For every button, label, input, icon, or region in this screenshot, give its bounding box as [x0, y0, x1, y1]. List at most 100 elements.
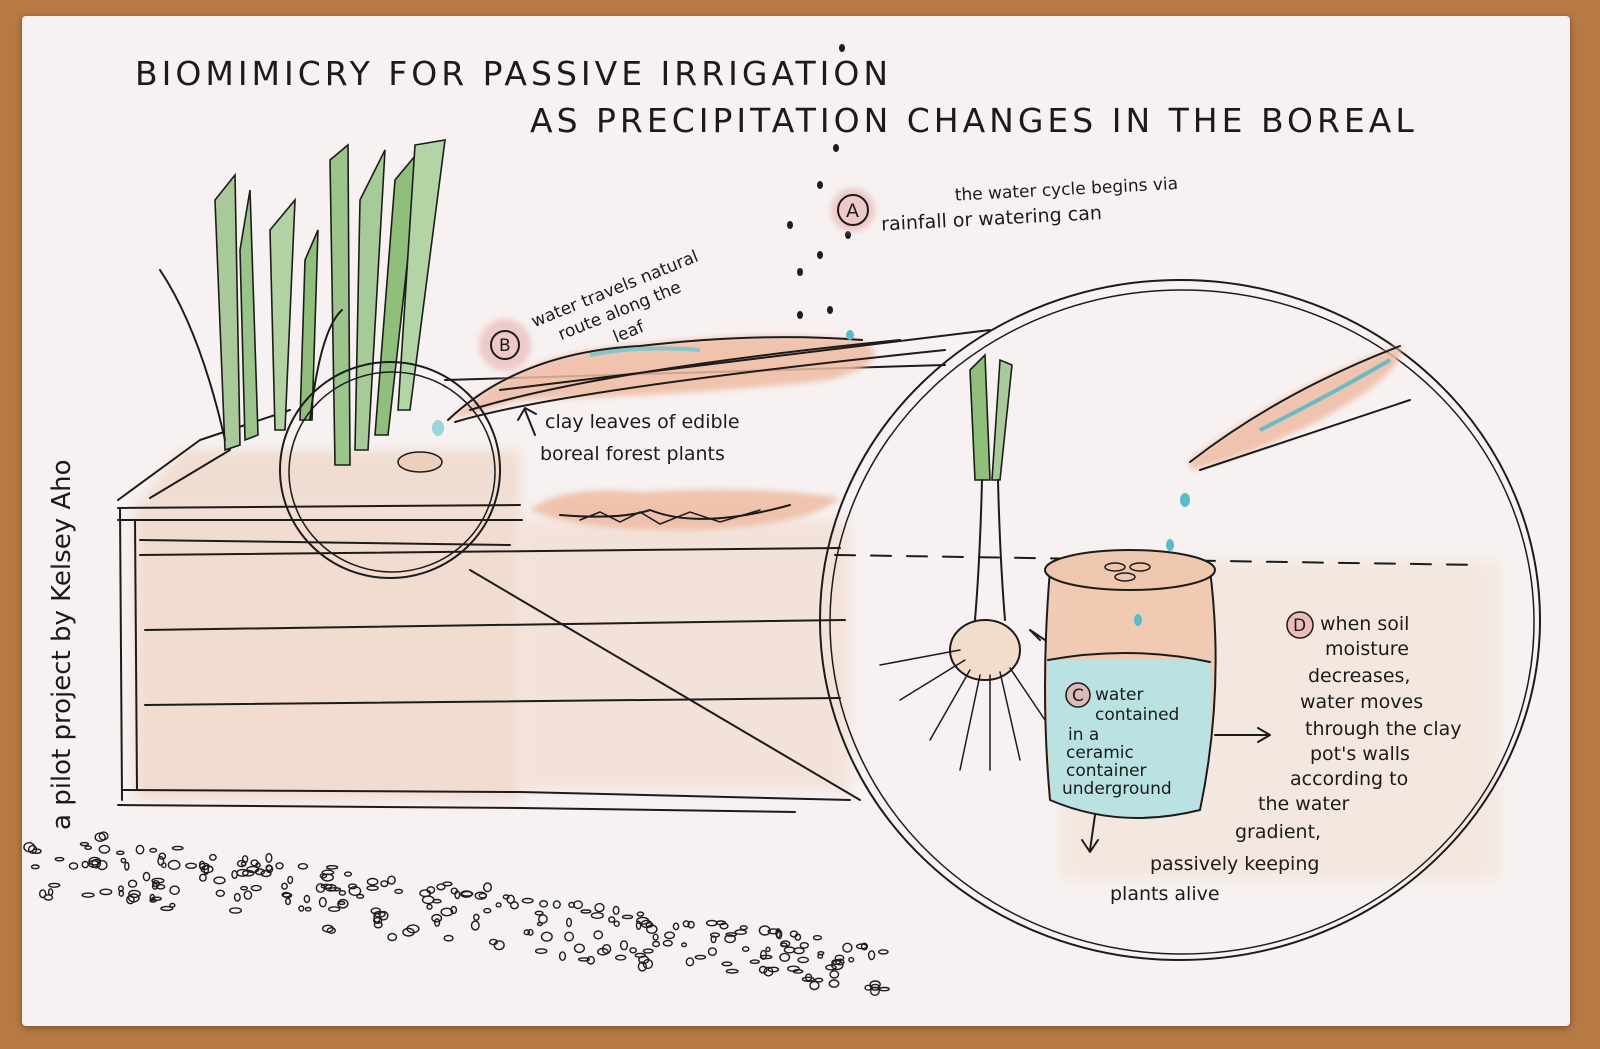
marker-b-label: B — [499, 336, 511, 356]
gravel-stone — [135, 844, 145, 855]
gravel-stone — [705, 919, 718, 927]
gravel-stone — [149, 847, 158, 853]
gravel-stone — [157, 855, 165, 866]
svg-text:water: water — [1095, 685, 1143, 705]
gravel-stone — [758, 925, 771, 936]
gravel-stone — [236, 868, 249, 877]
gravel-stone — [208, 853, 217, 861]
gravel-stone — [760, 949, 768, 960]
gravel-stone — [539, 900, 549, 908]
gravel-stone — [629, 947, 637, 954]
gravel-stone — [877, 949, 889, 955]
marker-c-label: C — [1072, 686, 1084, 706]
gravel-stone — [749, 959, 760, 965]
gravel-stone — [707, 947, 718, 956]
gravel-stone — [450, 905, 458, 915]
gravel-stone — [281, 882, 288, 890]
gravel-stone — [373, 921, 383, 929]
gravel-stone — [128, 889, 141, 899]
gravel-stone — [483, 907, 492, 914]
credit-text: a pilot project by Kelsey Aho — [47, 459, 77, 830]
gravel-stone — [246, 865, 260, 874]
gravel-stone — [338, 890, 347, 896]
gravel-stone — [867, 950, 876, 961]
gravel-stone — [315, 883, 326, 893]
gravel-stone — [715, 920, 727, 926]
rain-drops — [787, 44, 854, 340]
gravel-stone — [635, 920, 642, 930]
gravel-stone — [652, 933, 659, 941]
gravel-stone — [370, 907, 382, 915]
svg-text:decreases,: decreases, — [1308, 665, 1410, 687]
gravel-stone — [326, 927, 336, 934]
gravel-stone — [767, 966, 780, 973]
gravel-stone — [440, 907, 454, 917]
gravel-stone — [710, 935, 717, 944]
gravel-stone — [741, 946, 750, 952]
gravel-stone — [488, 938, 499, 946]
gravel-stone — [54, 856, 65, 862]
gravel-stone — [120, 857, 127, 864]
gravel-stone — [594, 902, 605, 913]
gravel-stone — [68, 862, 79, 870]
gravel-stone — [406, 924, 420, 934]
gravel-stone — [348, 886, 362, 897]
marker-a: A — [831, 188, 875, 232]
zoom-plant-roots — [879, 353, 1046, 771]
gravel-stone — [167, 859, 181, 871]
gravel-stone — [200, 865, 214, 874]
gravel-stone — [817, 951, 825, 956]
gravel-stone — [198, 873, 207, 882]
gravel-stone — [834, 954, 845, 962]
gravel-stone — [320, 883, 333, 889]
gravel-stone — [265, 852, 273, 863]
svg-text:pot's walls: pot's walls — [1310, 743, 1410, 765]
gravel-stone — [379, 910, 389, 921]
gravel-stone — [287, 875, 294, 885]
gravel-stone — [303, 894, 311, 904]
gravel-stone — [765, 946, 771, 953]
gravel-stone — [829, 970, 840, 979]
gravel-stone — [642, 948, 654, 954]
gravel-stone — [366, 885, 379, 891]
gravel-stone — [536, 921, 544, 927]
gravel-stone — [325, 865, 339, 870]
gravel-stone — [126, 895, 135, 905]
label-clay-leaves: clay leaves of edible boreal forest plan… — [517, 407, 740, 465]
gravel-stone — [171, 845, 184, 851]
gravel-stone — [612, 905, 620, 916]
gravel-stone — [304, 906, 312, 912]
gravel-stone — [318, 897, 327, 908]
gravel-stone — [619, 940, 629, 951]
gravel-stone — [739, 925, 748, 931]
gravel-stone — [597, 947, 609, 956]
gravel-stone — [613, 920, 620, 927]
gravel-stone — [23, 842, 36, 853]
gravel-stone — [127, 879, 138, 888]
gravel-stone — [39, 889, 47, 899]
svg-text:water moves: water moves — [1300, 691, 1423, 713]
svg-text:when soil: when soil — [1320, 613, 1409, 635]
gravel-stone — [652, 940, 661, 948]
gravel-stone — [621, 914, 634, 920]
gravel-stone — [694, 954, 707, 960]
gravel-stone — [804, 973, 813, 982]
gravel-stone — [48, 882, 61, 888]
svg-text:through the clay: through the clay — [1305, 718, 1462, 740]
gravel-stone — [117, 885, 124, 893]
gravel-stone — [573, 900, 584, 910]
svg-text:contained: contained — [1095, 705, 1179, 725]
gravel-stone — [634, 952, 647, 958]
svg-text:the water cycle begins via: the water cycle begins via — [954, 174, 1178, 206]
gravel-stone — [454, 890, 461, 900]
gravel-stone — [366, 877, 379, 886]
gravel-stone — [421, 895, 435, 905]
gravel-stone — [99, 888, 113, 896]
gravel-stone — [338, 900, 346, 906]
gravel-stone — [240, 885, 249, 891]
marker-a-label: A — [846, 200, 859, 222]
gravel-stone — [328, 906, 341, 912]
gravel-stone — [297, 863, 309, 870]
gravel-stone — [118, 889, 125, 897]
gravel-stone — [265, 864, 274, 874]
